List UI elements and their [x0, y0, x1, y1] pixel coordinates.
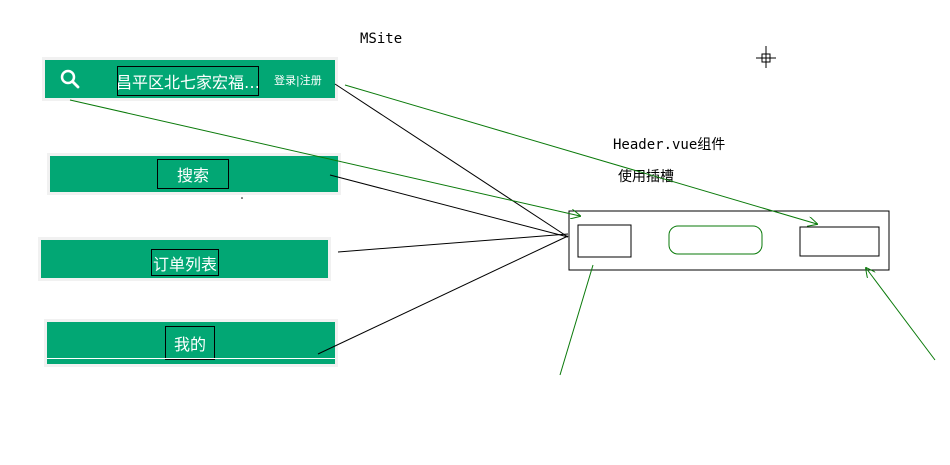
- connector-line: [317, 235, 569, 355]
- component-box: [568, 210, 890, 271]
- page-title: MSite: [360, 31, 403, 47]
- profile-title: 我的: [165, 326, 215, 360]
- middle-slot-box: [668, 225, 763, 255]
- order-header-bar: 订单列表: [41, 240, 328, 278]
- connector-line: [337, 233, 569, 253]
- order-title: 订单列表: [151, 249, 219, 276]
- arrow-line: [866, 268, 936, 361]
- component-label: Header.vue组件: [613, 137, 726, 153]
- search-header-bar: 搜索: [50, 156, 338, 192]
- msite-header-bar: 昌平区北七家宏福… 登录|注册: [45, 60, 335, 98]
- profile-header-bar: 我的: [47, 322, 335, 364]
- crosshair-icon: [756, 46, 776, 68]
- arrow-line: [559, 264, 594, 376]
- connector-line: [329, 174, 569, 238]
- search-title: 搜索: [157, 159, 229, 189]
- slot-label: 使用插槽: [618, 169, 674, 185]
- login-register-link[interactable]: 登录|注册: [274, 74, 322, 87]
- connector-line: [334, 83, 569, 238]
- arrow-line: [69, 99, 580, 216]
- left-slot-box: [577, 224, 632, 258]
- address-title[interactable]: 昌平区北七家宏福…: [117, 66, 259, 96]
- arrow-line: [344, 84, 817, 224]
- search-icon[interactable]: [59, 68, 81, 90]
- right-slot-box: [799, 226, 880, 257]
- divider-line: [47, 358, 335, 359]
